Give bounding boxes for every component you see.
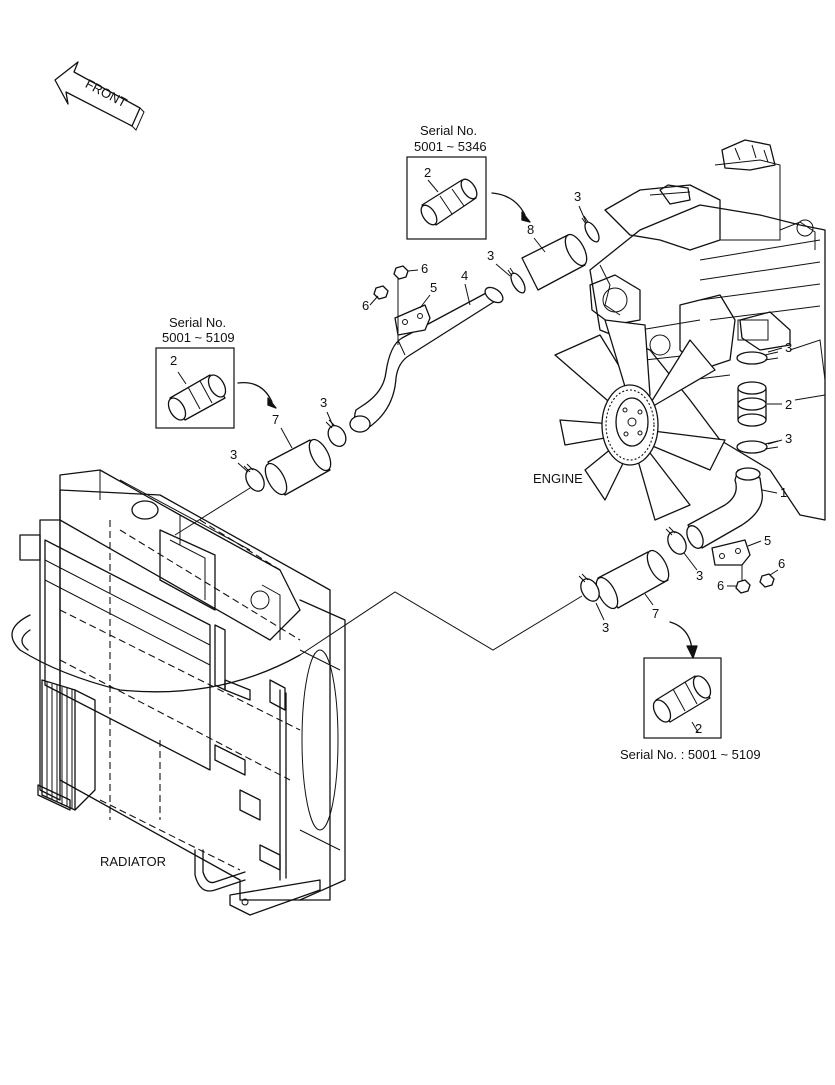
- serial-top-title: Serial No.: [420, 123, 477, 138]
- engine-assembly: ENGINE: [533, 139, 826, 521]
- callout-4: 4: [461, 268, 468, 283]
- part-3-lower-clamps: [578, 526, 687, 602]
- serial-bottom-text: Serial No. : 5001 ~ 5109: [620, 747, 761, 762]
- part-3-upper-clamps: [507, 215, 600, 294]
- part-7-lower-hose: [595, 549, 670, 610]
- engine-label: ENGINE: [533, 471, 583, 486]
- part-8-hose: [521, 233, 588, 291]
- callout-5: 5: [430, 280, 437, 295]
- callout-1: 1: [780, 485, 787, 500]
- part-1-lower-pipe: [686, 467, 763, 549]
- oil-cooler: [41, 679, 96, 811]
- callouts: 2 3 8 3 6 4 5 6 2 3 7 3 3 2: [170, 165, 792, 736]
- callout-6: 6: [362, 298, 369, 313]
- callout-2: 2: [785, 397, 792, 412]
- part-5-lower-bracket: [711, 539, 751, 585]
- part-6-lower-bolts: [735, 573, 775, 594]
- callout-6: 6: [421, 261, 428, 276]
- callout-6: 6: [778, 556, 785, 571]
- callout-3: 3: [696, 568, 703, 583]
- part-5-upper-bracket: [394, 275, 431, 345]
- callout-3: 3: [574, 189, 581, 204]
- callout-7: 7: [272, 412, 279, 427]
- serial-top-range: 5001 ~ 5346: [414, 139, 487, 154]
- callout-3: 3: [320, 395, 327, 410]
- callout-3: 3: [230, 447, 237, 462]
- callout-5: 5: [764, 533, 771, 548]
- part-4-upper-pipe: [349, 286, 504, 433]
- serial-box-bottom: Serial No. : 5001 ~ 5109: [620, 621, 761, 762]
- leader-radiator-to-lower-hose: [299, 591, 583, 656]
- callout-3: 3: [602, 620, 609, 635]
- callout-8: 8: [527, 222, 534, 237]
- front-label: FRONT: [83, 76, 130, 110]
- leader-radiator-to-left-clamp: [174, 487, 251, 536]
- part-6-upper-bolts: [373, 265, 409, 300]
- serial-box-top: Serial No. 5001 ~ 5346: [406, 123, 531, 240]
- cooling-fan: [554, 319, 726, 521]
- part-7-left-hose: [264, 438, 332, 496]
- callout-3: 3: [785, 340, 792, 355]
- serial-box-left: Serial No. 5001 ~ 5109: [155, 315, 277, 429]
- serial-left-range: 5001 ~ 5109: [162, 330, 235, 345]
- callout-2: 2: [695, 721, 702, 736]
- callout-3: 3: [785, 431, 792, 446]
- callout-3: 3: [487, 248, 494, 263]
- radiator-label: RADIATOR: [100, 854, 166, 869]
- serial-left-title: Serial No.: [169, 315, 226, 330]
- front-arrow: FRONT: [54, 61, 145, 131]
- callout-6: 6: [717, 578, 724, 593]
- callout-7: 7: [652, 606, 659, 621]
- callout-2: 2: [170, 353, 177, 368]
- callout-2: 2: [424, 165, 431, 180]
- part-3-left-clamps: [243, 419, 347, 492]
- radiator-assembly: RADIATOR: [11, 469, 346, 916]
- part-right-stack: [736, 319, 779, 454]
